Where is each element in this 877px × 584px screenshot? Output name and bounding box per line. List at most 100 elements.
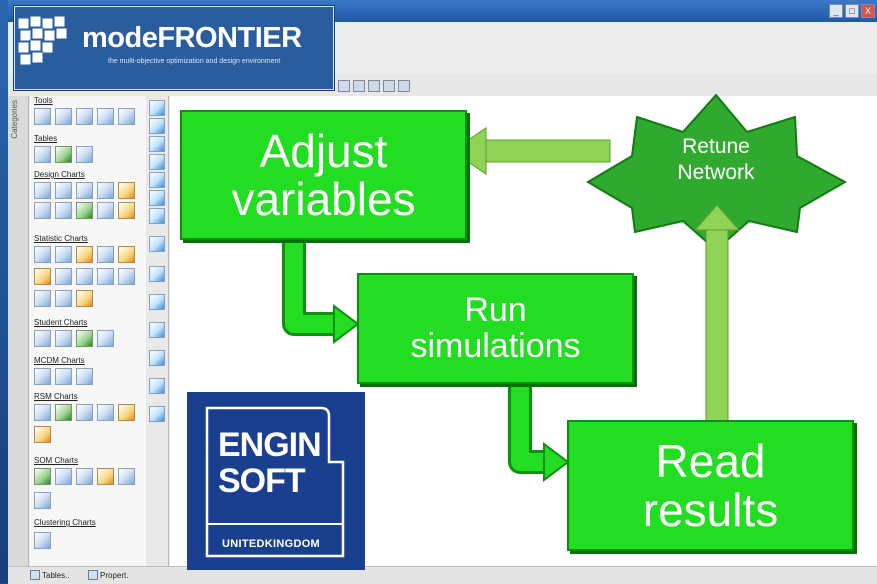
node-icon[interactable] [149,350,165,366]
chart-icon[interactable] [118,182,135,199]
toolbar-tile-icon[interactable] [383,80,395,92]
chart-icon[interactable] [97,202,114,219]
design-charts-row-1 [34,182,135,199]
node-icon[interactable] [149,154,165,170]
node-icon[interactable] [149,294,165,310]
chart-icon[interactable] [34,426,51,443]
chart-icon[interactable] [76,290,93,307]
section-clustering-charts[interactable]: Clustering Charts [34,518,96,527]
properties-tab-icon [88,570,98,580]
chart-icon[interactable] [34,368,51,385]
chart-icon[interactable] [55,368,72,385]
node-icon[interactable] [149,172,165,188]
node-icon[interactable] [149,136,165,152]
design-charts-row-2 [34,202,135,219]
adjust-variables-box: Adjust variables [180,110,467,240]
node-icon[interactable] [149,236,165,252]
tables-tab[interactable]: Tables.. [30,569,70,581]
close-button[interactable]: X [861,4,875,18]
section-som-charts[interactable]: SOM Charts [34,456,79,465]
minimize-button[interactable]: _ [829,4,843,18]
chart-icon[interactable] [97,182,114,199]
chart-icon[interactable] [76,468,93,485]
chart-icon[interactable] [55,268,72,285]
chart-icon[interactable] [76,330,93,347]
side-icon-strip [146,96,169,566]
chart-icon[interactable] [55,182,72,199]
node-icon[interactable] [149,100,165,116]
table-icon[interactable] [34,146,51,163]
chart-icon[interactable] [55,246,72,263]
arrow-to-star [693,204,741,425]
chart-icon[interactable] [97,246,114,263]
section-statistic-charts[interactable]: Statistic Charts [34,234,88,243]
chart-icon[interactable] [55,290,72,307]
node-icon[interactable] [149,266,165,282]
chart-icon[interactable] [118,404,135,421]
arrow-adjust-to-run [282,238,360,344]
tool-icon[interactable] [34,108,51,125]
chart-icon[interactable] [97,468,114,485]
section-mcdm-charts[interactable]: MCDM Charts [34,356,85,365]
table-icon[interactable] [76,146,93,163]
chart-icon[interactable] [34,268,51,285]
chart-icon[interactable] [55,468,72,485]
run-line-2: simulations [410,326,581,365]
chart-icon[interactable] [97,404,114,421]
node-icon[interactable] [149,208,165,224]
node-icon[interactable] [149,406,165,422]
toolbar-split-icon[interactable] [368,80,380,92]
window-controls: _ □ X [829,4,875,18]
properties-tab[interactable]: Propert. [88,569,128,581]
node-icon[interactable] [149,190,165,206]
chart-icon[interactable] [97,268,114,285]
chart-icon[interactable] [34,330,51,347]
node-icon[interactable] [149,118,165,134]
chart-icon[interactable] [34,404,51,421]
chart-icon[interactable] [118,246,135,263]
chart-icon[interactable] [34,468,51,485]
chart-icon[interactable] [76,268,93,285]
chart-icon[interactable] [76,404,93,421]
node-icon[interactable] [149,378,165,394]
arrow-to-adjust [451,127,611,175]
chart-icon[interactable] [118,468,135,485]
chart-icon[interactable] [34,492,51,509]
section-rsm-charts[interactable]: RSM Charts [34,392,78,401]
chart-icon[interactable] [118,268,135,285]
tool-icon[interactable] [55,108,72,125]
toolbar-grid-icon[interactable] [353,80,365,92]
chart-icon[interactable] [34,202,51,219]
tool-icon[interactable] [97,108,114,125]
toolbar-cascade-icon[interactable] [398,80,410,92]
chart-icon[interactable] [34,182,51,199]
statistic-charts-row-3 [34,290,93,307]
section-student-charts[interactable]: Student Charts [34,318,88,327]
chart-icon[interactable] [55,202,72,219]
tool-icon[interactable] [76,108,93,125]
tool-icon[interactable] [118,108,135,125]
table-icon[interactable] [55,146,72,163]
toolbar-layout-icon[interactable] [338,80,350,92]
tools-row [34,108,135,125]
categories-strip[interactable] [8,96,29,566]
node-icon[interactable] [149,322,165,338]
chart-icon[interactable] [34,290,51,307]
chart-icon[interactable] [76,182,93,199]
section-tools[interactable]: Tools [34,96,53,105]
chart-icon[interactable] [55,404,72,421]
chart-icon[interactable] [76,246,93,263]
chart-icon[interactable] [97,330,114,347]
maximize-button[interactable]: □ [845,4,859,18]
chart-icon[interactable] [76,202,93,219]
chart-icon[interactable] [55,330,72,347]
chart-icon[interactable] [76,368,93,385]
chart-icon[interactable] [118,202,135,219]
chart-icon[interactable] [34,246,51,263]
retune-network-label: Retune Network [619,134,813,187]
adjust-line-1: Adjust [259,124,388,177]
section-design-charts[interactable]: Design Charts [34,170,85,179]
chart-icon[interactable] [34,532,51,549]
section-tables[interactable]: Tables [34,134,58,143]
